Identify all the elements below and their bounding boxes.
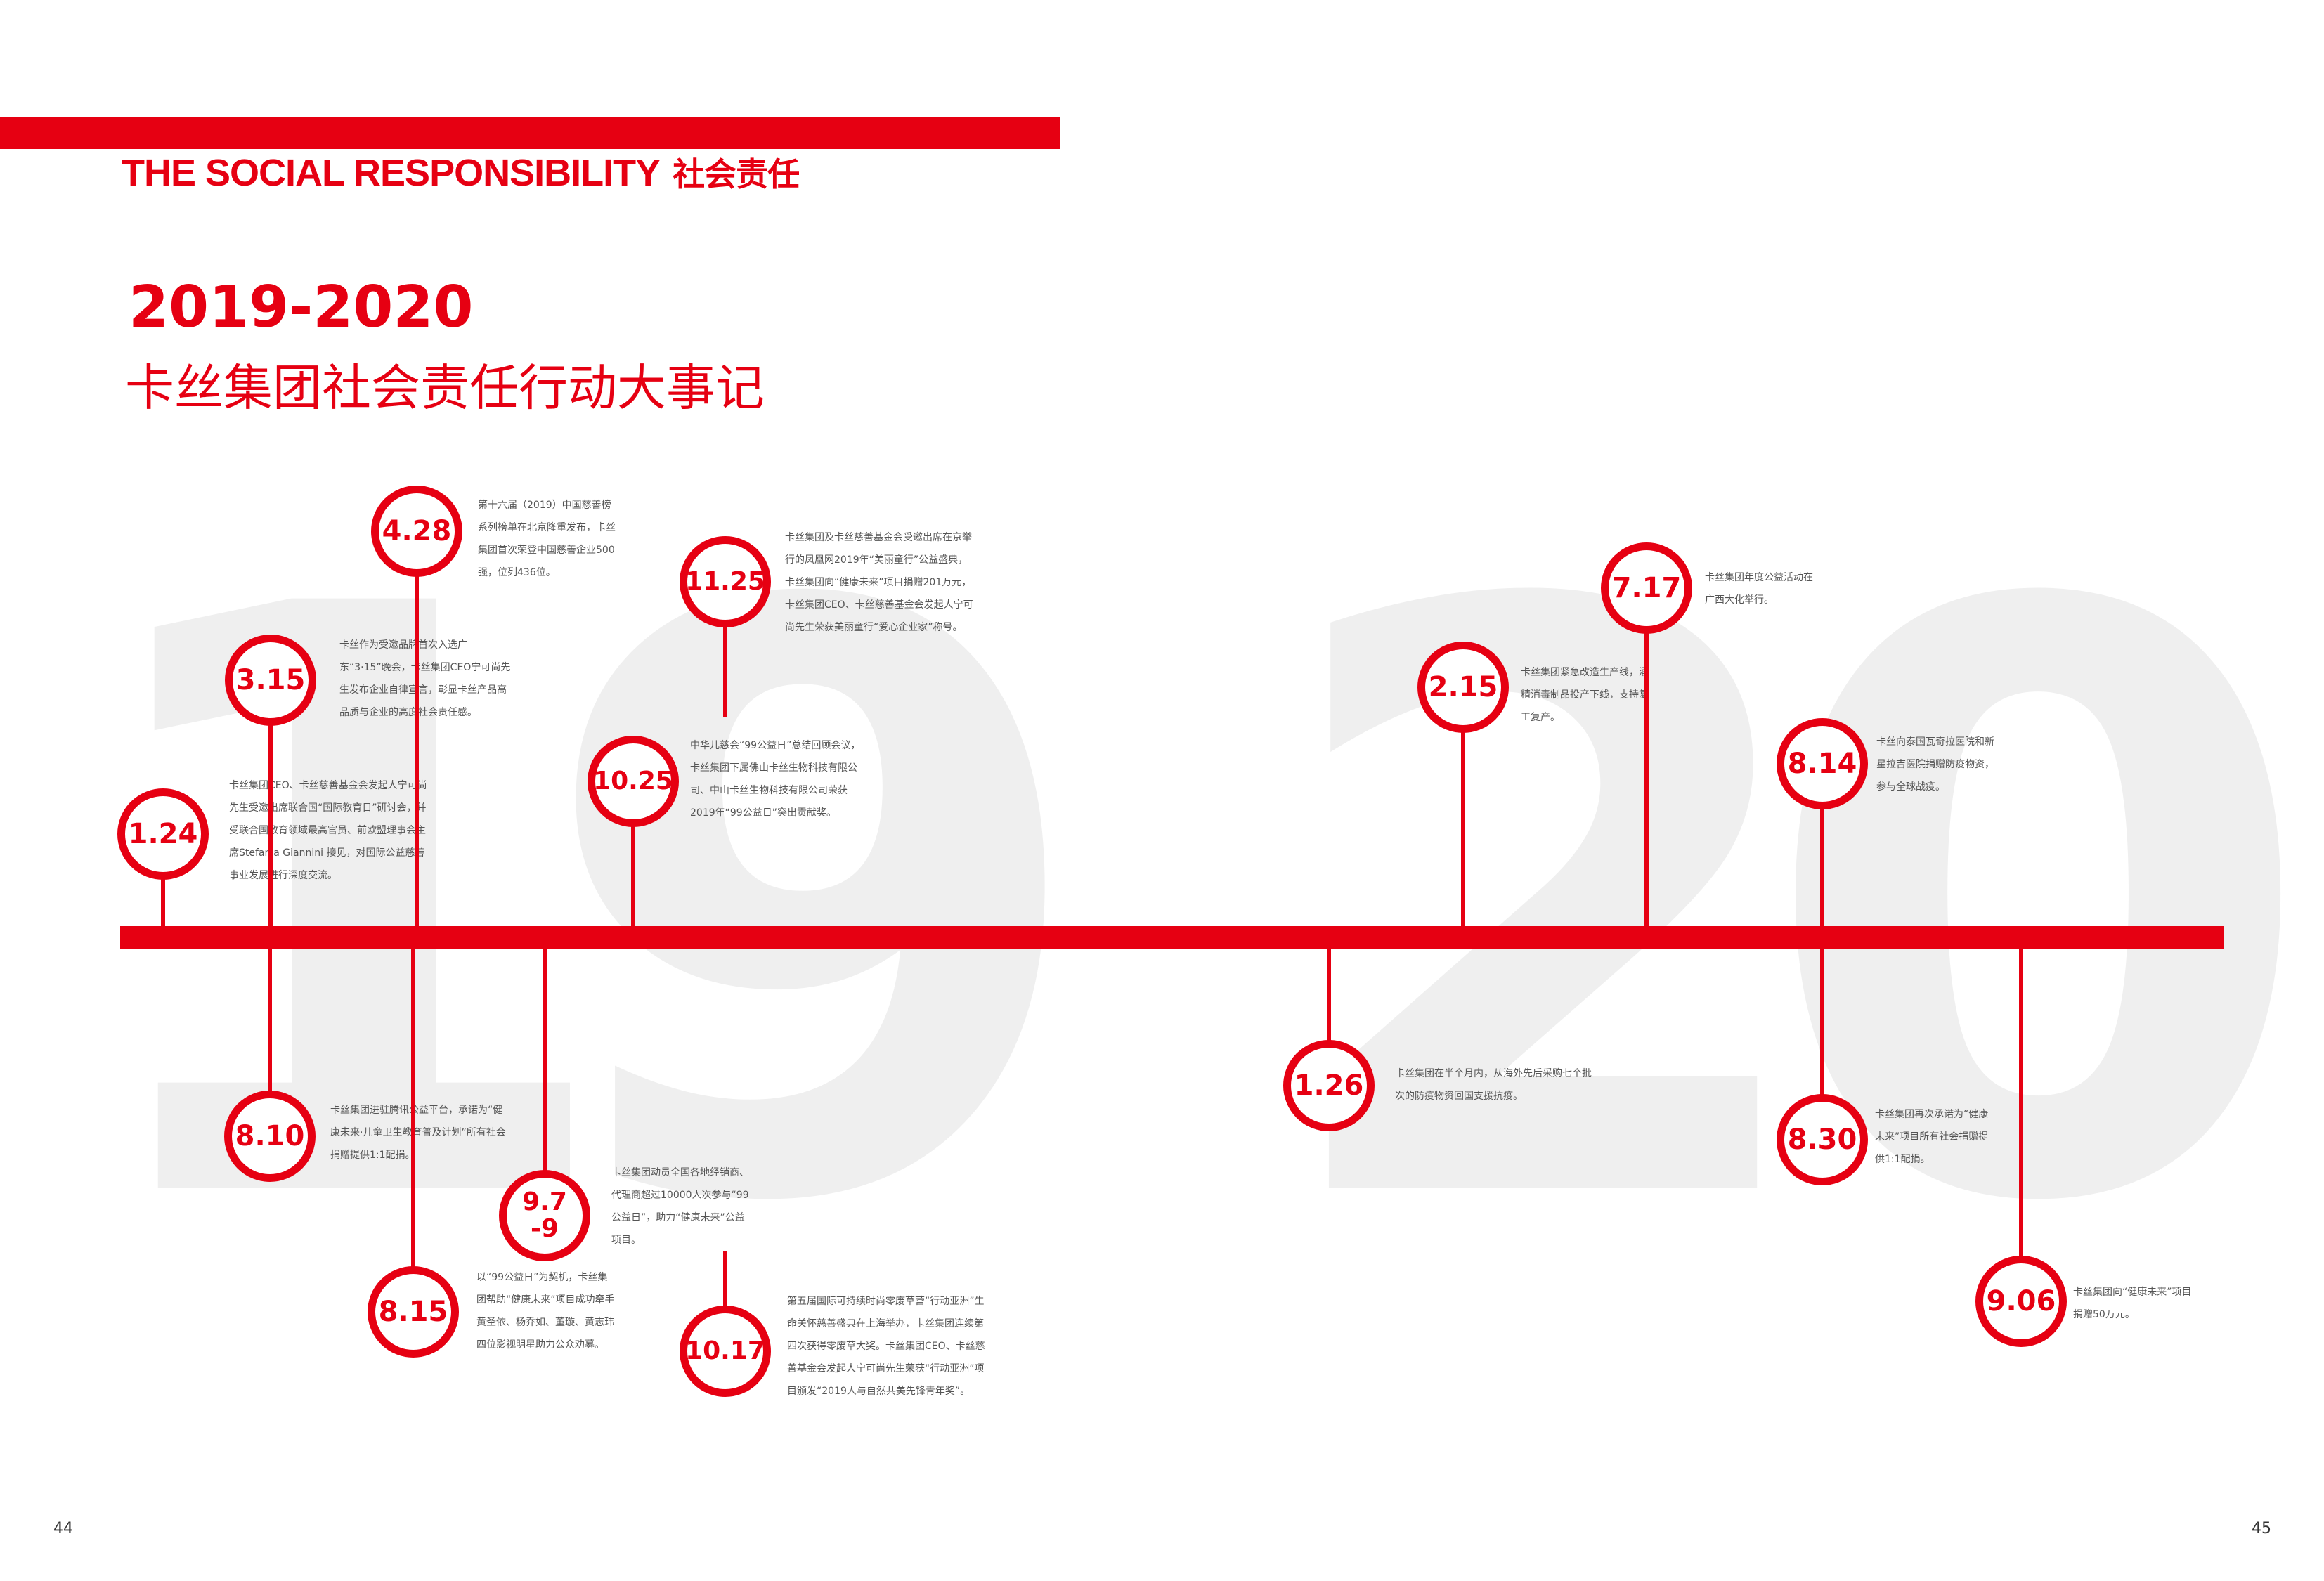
event-date: 9.7 -9 [522,1188,567,1243]
event-date: 8.30 [1787,1124,1857,1156]
event-date: 8.15 [378,1296,448,1328]
event-description: 卡丝集团年度公益活动在广西大化举行。 [1705,572,1813,606]
timeline-stem [2019,949,2023,1257]
event-description: 卡丝集团动员全国各地经销商、代理商超过10000人次参与“99公益日”，助力“健… [611,1167,749,1246]
timeline-node: 9.7 -9 [499,1170,590,1261]
timeline-stem [631,826,635,926]
event-date: 2.15 [1428,671,1498,703]
timeline-stem [161,878,165,926]
event-date: 11.25 [685,567,765,597]
timeline-node: 4.28 [371,486,462,577]
event-description: 卡丝集团进驻腾讯公益平台，承诺为“健康未来·儿童卫生教育普及计划”所有社会捐赠提… [330,1105,506,1161]
timeline-node: 11.25 [680,536,771,627]
event-description: 卡丝集团在半个月内，从海外先后采购七个批次的防疫物资回国支援抗疫。 [1395,1068,1592,1102]
page-title-years: 2019-2020 [129,274,474,341]
timeline-stem [1461,731,1465,926]
timeline-node: 2.15 [1417,642,1509,733]
top-red-bar [0,117,1060,149]
event-date: 8.10 [235,1120,305,1152]
event-description: 卡丝集团紧急改造生产线，酒精消毒制品投产下线，支持复工复产。 [1521,667,1649,723]
timeline-stem [268,949,272,1092]
page-subtitle: 卡丝集团社会责任行动大事记 [125,359,765,417]
timeline-stem [543,949,547,1171]
event-description: 以“99公益日”为契机，卡丝集团帮助“健康未来”项目成功牵手黄圣依、杨乔如、董璇… [476,1272,615,1351]
event-description: 第十六届（2019）中国慈善榜系列榜单在北京隆重发布，卡丝集团首次荣登中国慈善企… [478,500,616,578]
event-date: 9.06 [1986,1285,2056,1318]
timeline-stem [723,626,727,717]
event-date: 3.15 [235,664,306,696]
timeline-node: 10.17 [680,1306,771,1397]
event-date: 10.17 [685,1336,765,1366]
timeline-node: 10.25 [588,736,679,827]
timeline-stem [415,575,419,926]
timeline-stem [1644,632,1649,926]
timeline-node: 1.26 [1283,1040,1375,1131]
timeline-stem [1327,949,1331,1041]
event-date: 1.24 [128,818,198,850]
timeline-node: 1.24 [117,788,209,880]
event-date: 7.17 [1611,572,1682,604]
event-date: 1.26 [1294,1069,1364,1102]
timeline-stem [723,1251,727,1307]
event-description: 卡丝作为受邀品牌首次入选广东“3·15”晚会，卡丝集团CEO宁可尚先生发布企业自… [339,639,511,718]
section-header-en: THE SOCIAL RESPONSIBILITY [122,152,661,194]
timeline-stem [1820,808,1824,926]
event-description: 卡丝集团CEO、卡丝慈善基金会发起人宁可尚先生受邀出席联合国“国际教育日”研讨会… [229,780,427,881]
background-digit-0: 0 [1757,438,2319,1379]
event-date: 8.14 [1787,748,1857,780]
section-header-cn: 社会责任 [673,156,800,193]
event-description: 卡丝集团再次承诺为“健康未来”项目所有社会捐赠提供1:1配捐。 [1875,1109,1989,1165]
timeline-node: 8.10 [224,1091,316,1182]
event-date: 10.25 [593,767,673,796]
event-description: 卡丝向泰国瓦奇拉医院和新星拉吉医院捐赠防疫物资，参与全球战疫。 [1876,736,1994,793]
timeline-node: 8.14 [1777,718,1868,809]
event-description: 中华儿慈会“99公益日”总结回顾会议，卡丝集团下属佛山卡丝生物科技有限公司、中山… [690,740,861,819]
timeline-axis [120,926,2224,949]
timeline-stem [1820,949,1824,1095]
timeline-node: 8.15 [368,1266,459,1358]
event-date: 4.28 [382,515,452,547]
page-number-right: 45 [2252,1520,2271,1537]
timeline-stem [411,949,415,1268]
section-header: THE SOCIAL RESPONSIBILITY 社会责任 [122,149,800,195]
timeline-node: 3.15 [225,635,316,726]
event-description: 卡丝集团及卡丝慈善基金会受邀出席在京举行的凤凰网2019年“美丽童行”公益盛典，… [785,532,973,633]
page-number-left: 44 [53,1520,73,1537]
timeline-node: 7.17 [1601,542,1692,634]
timeline-node: 9.06 [1975,1256,2067,1347]
timeline-node: 8.30 [1777,1094,1868,1185]
event-description: 卡丝集团向“健康未来”项目捐赠50万元。 [2073,1287,2192,1320]
timeline-stem [268,724,273,926]
event-description: 第五届国际可持续时尚零废草营“行动亚洲”生命关怀慈善盛典在上海举办，卡丝集团连续… [787,1296,985,1397]
